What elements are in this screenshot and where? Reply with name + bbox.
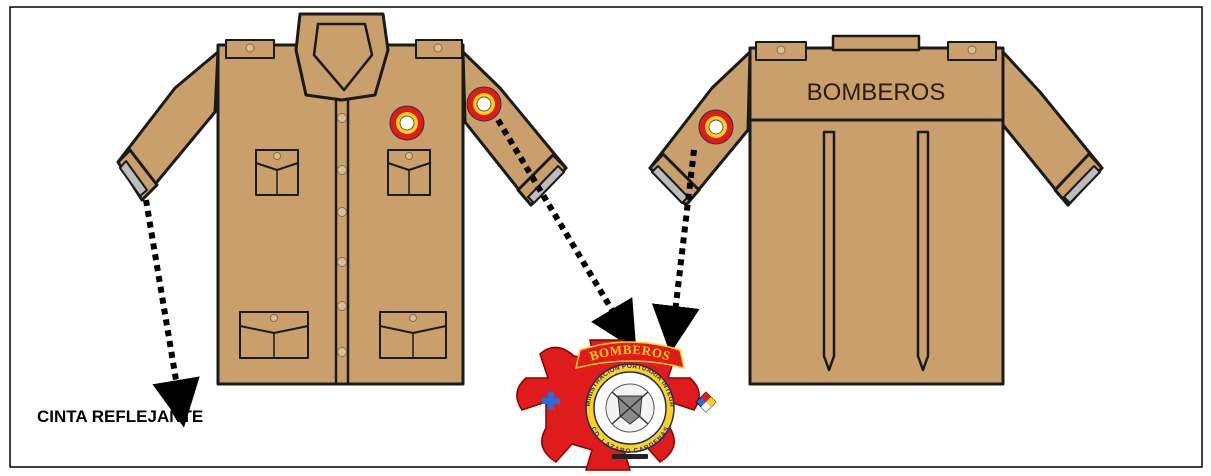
front-sleeve-patch bbox=[466, 86, 502, 122]
button-icon bbox=[433, 43, 443, 53]
back-print-text: BOMBEROS bbox=[807, 79, 946, 106]
button-icon bbox=[967, 45, 977, 55]
reflective-tape-right bbox=[527, 165, 565, 204]
back-collar bbox=[831, 34, 921, 52]
button-icon bbox=[337, 113, 347, 123]
back-sleeve-patch bbox=[698, 109, 734, 145]
shirt-front bbox=[116, 12, 568, 386]
back-reflective-tape-right bbox=[1063, 165, 1101, 204]
medical-star-icon bbox=[542, 392, 560, 410]
front-collar-inner bbox=[312, 22, 374, 92]
dotted-arrow-icon bbox=[651, 149, 700, 354]
button-icon bbox=[337, 207, 347, 217]
button-icon bbox=[776, 45, 786, 55]
button-icon bbox=[337, 347, 347, 357]
front-buttons bbox=[245, 43, 443, 357]
button-icon bbox=[270, 314, 278, 322]
reflective-tape-label: CINTA REFLEJANTE bbox=[37, 407, 204, 426]
button-icon bbox=[245, 43, 255, 53]
reflective-tape-left bbox=[119, 160, 148, 197]
button-icon bbox=[405, 152, 413, 160]
dotted-arrow-icon bbox=[143, 199, 200, 428]
button-icon bbox=[337, 165, 347, 175]
button-icon bbox=[409, 314, 417, 322]
button-icon bbox=[273, 152, 281, 160]
back-right-pleat bbox=[916, 130, 930, 372]
button-icon bbox=[337, 257, 347, 267]
badge-bottom-tool bbox=[612, 454, 648, 459]
button-icon bbox=[337, 301, 347, 311]
hazard-diamond-icon bbox=[695, 391, 717, 413]
back-left-pleat bbox=[822, 130, 836, 372]
front-chest-patch bbox=[389, 105, 425, 141]
dotted-arrow-icon bbox=[495, 118, 637, 351]
badge-top-ribbon bbox=[575, 341, 685, 370]
